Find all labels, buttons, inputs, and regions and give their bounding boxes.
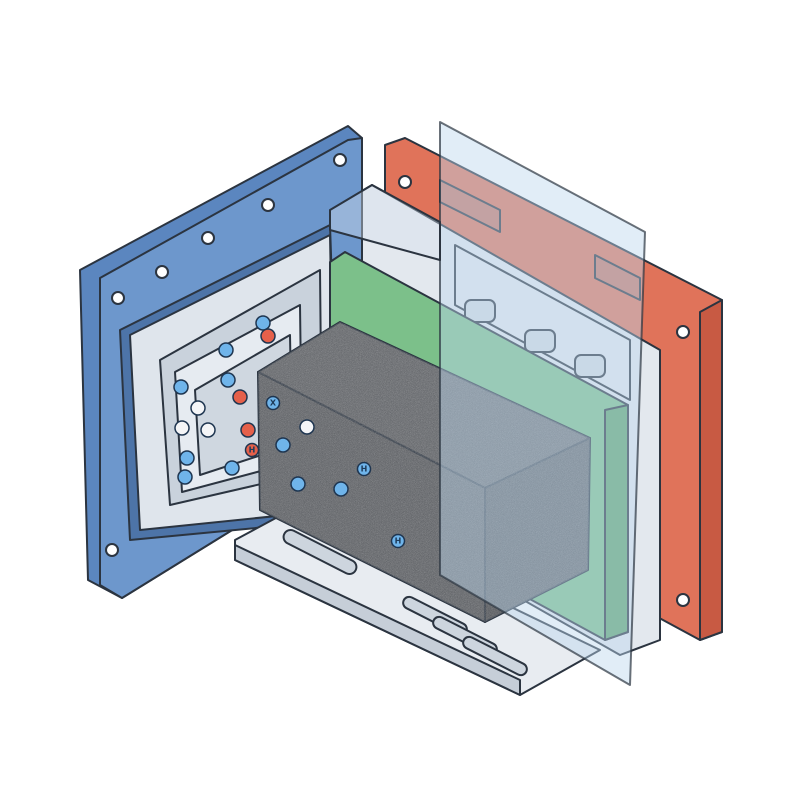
blue-particle (356, 461, 372, 477)
transparent-frame (329, 184, 441, 261)
blue-particle (179, 450, 195, 466)
particle-label: H (361, 465, 368, 474)
bolt-hole-icon (676, 325, 690, 339)
blue-particle (290, 476, 306, 492)
bottom-grate (234, 504, 601, 696)
blue-particle (265, 395, 281, 411)
bolt-hole-icon (201, 231, 215, 245)
red-particle (240, 422, 256, 438)
white-particle (299, 419, 315, 435)
blue-particle (177, 469, 193, 485)
blue-particle (255, 315, 271, 331)
blue-particle (218, 342, 234, 358)
red-particle (260, 328, 276, 344)
blue-particle (275, 437, 291, 453)
gas-diffusion-layer-block (257, 321, 591, 623)
blue-particle (390, 533, 406, 549)
bolt-hole-icon (333, 153, 347, 167)
white-particle (200, 422, 216, 438)
bolt-hole-icon (261, 198, 275, 212)
white-particle (174, 420, 190, 436)
particle-label: H (249, 446, 256, 455)
blue-particle (333, 481, 349, 497)
red-particle (232, 389, 248, 405)
blue-particle (173, 379, 189, 395)
bolt-hole-icon (398, 175, 412, 189)
blue-particle (224, 460, 240, 476)
particles: H X H H (173, 315, 406, 549)
red-particle (244, 442, 260, 458)
transparent-sheet (439, 121, 646, 686)
particle-label: H (395, 537, 402, 546)
bolt-hole-icon (105, 543, 119, 557)
bolt-hole-icon (111, 291, 125, 305)
bolt-hole-icon (155, 265, 169, 279)
white-particle (190, 400, 206, 416)
particle-label: X (270, 399, 277, 408)
blue-particle (220, 372, 236, 388)
bolt-hole-icon (676, 593, 690, 607)
